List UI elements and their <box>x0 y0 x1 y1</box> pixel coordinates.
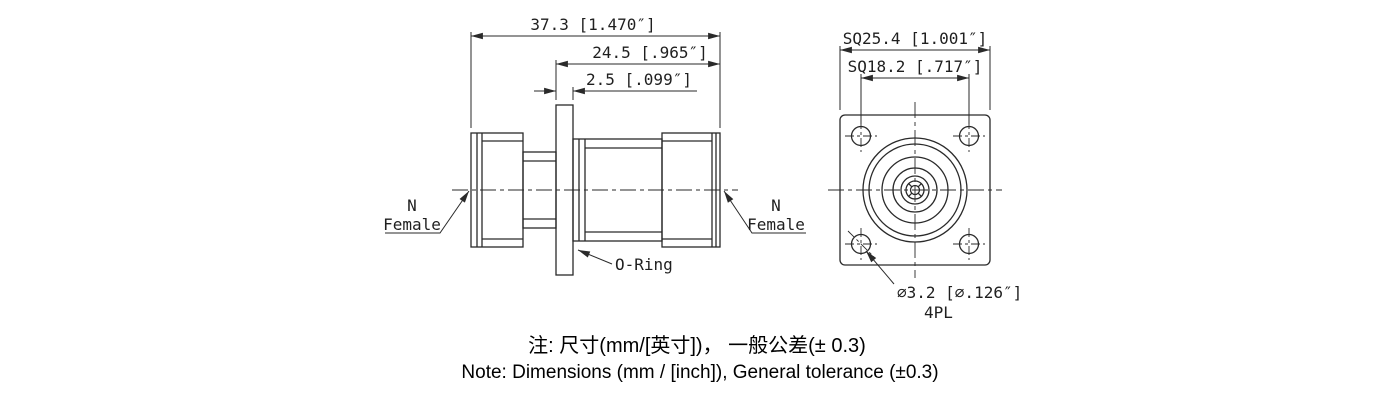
center-mark-top-left <box>845 120 877 152</box>
adapter-body-outline <box>470 104 721 276</box>
connector-circle-2 <box>868 143 962 237</box>
dim-hole-spacing-text: SQ18.2 [.717″] <box>848 57 983 76</box>
leader-oring <box>577 249 613 265</box>
center-mark-top-right <box>953 120 985 152</box>
hole-count-label-text: 4PL <box>924 303 953 322</box>
right-nut-step-lines <box>662 140 712 240</box>
dim-body-length-text: 24.5 [.965″] <box>592 43 708 62</box>
contact-slot-lines <box>908 183 922 197</box>
connector-circle-5 <box>900 175 930 205</box>
oring-label-text: O-Ring <box>615 255 673 274</box>
leader-left-connector <box>385 190 470 234</box>
connector-circle-4 <box>892 167 938 213</box>
dim-overall-length-text: 37.3 [1.470″] <box>530 15 655 34</box>
connector-circle-outer <box>862 137 968 243</box>
barrel-step-lines <box>523 160 556 220</box>
side-view-dimension-lines <box>470 32 721 128</box>
oring-groove-lines <box>578 139 586 241</box>
flange-square <box>839 114 991 266</box>
dim-hole-diameter-text: ∅3.2 [∅.126″] <box>897 283 1022 302</box>
connector-circle-3 <box>881 156 949 224</box>
left-connector-label-line1: N <box>407 196 417 215</box>
notes-block: 注: 尺寸(mm/[英寸])， 一般公差(± 0.3) Note: Dimens… <box>461 334 938 383</box>
left-connector-label-line2: Female <box>383 215 441 234</box>
connector-circle-6 <box>905 180 925 200</box>
dim-flange-thickness-text: 2.5 [.099″] <box>586 70 692 89</box>
side-view: 37.3 [1.470″] 24.5 [.965″] 2.5 [.099″] N… <box>383 15 806 276</box>
right-body-step-lines <box>585 147 662 233</box>
right-connector-label-line1: N <box>771 196 781 215</box>
front-view: SQ25.4 [1.001″] SQ18.2 [.717″] ∅3.2 [∅.1… <box>828 29 1022 322</box>
right-knurl-lines <box>711 133 717 247</box>
note-chinese: 注: 尺寸(mm/[英寸])， 一般公差(± 0.3) <box>528 334 866 357</box>
dim-flange-square-text: SQ25.4 [1.001″] <box>843 29 988 48</box>
leader-hole-diameter <box>865 250 895 285</box>
leader-right-connector <box>723 190 806 234</box>
left-knurl-lines <box>476 133 483 247</box>
center-mark-bottom-left <box>845 228 877 260</box>
note-english: Note: Dimensions (mm / [inch]), General … <box>461 362 938 383</box>
center-mark-bottom-right <box>953 228 985 260</box>
front-view-dimension-lines <box>839 46 991 285</box>
right-connector-label-line2: Female <box>747 215 805 234</box>
left-nut-step-lines <box>482 140 523 240</box>
side-view-leader-lines <box>385 190 806 265</box>
right-coupling-nut <box>661 132 721 248</box>
center-contact-circle <box>909 184 921 196</box>
